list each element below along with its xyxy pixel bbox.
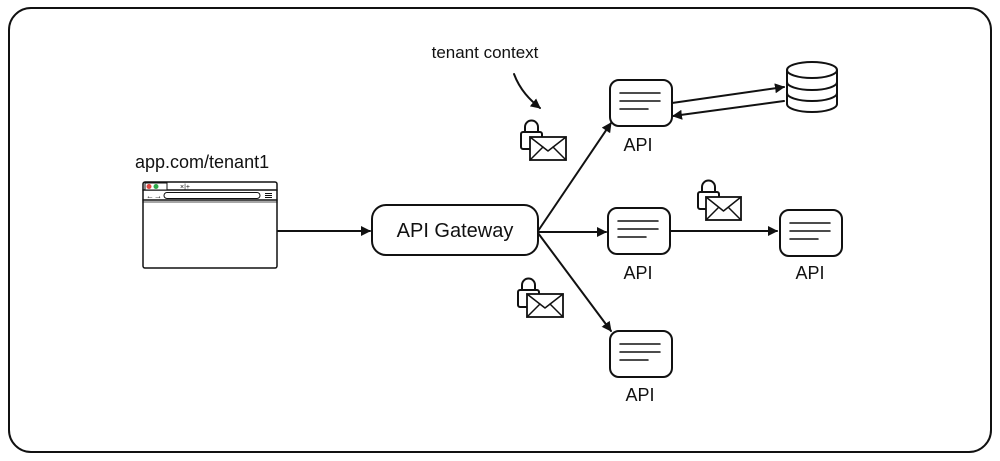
- annotation-arrow: [513, 73, 541, 109]
- api-top-icon: [609, 79, 673, 127]
- diagram-frame: [8, 7, 992, 453]
- browser-nav-arrows: ←→: [146, 192, 162, 201]
- browser-address-bar: [163, 192, 261, 199]
- browser-tab-controls: ×|+: [180, 184, 190, 191]
- api-middle-icon: [607, 207, 671, 255]
- envelope-icon: [529, 136, 567, 161]
- envelope-icon: [526, 293, 564, 318]
- envelope-icon: [705, 196, 742, 221]
- api-top-label: API: [623, 135, 652, 155]
- api-downstream-icon: [779, 209, 843, 257]
- browser-dot-green: [153, 184, 159, 189]
- api-bottom-label: API: [625, 385, 654, 405]
- api-downstream-label: API: [795, 263, 824, 283]
- api-middle-label: API: [623, 263, 652, 283]
- api-gateway-label: API Gateway: [397, 220, 514, 242]
- browser-dot-red: [146, 184, 152, 189]
- gateway-to-api-top-arrow: [537, 122, 612, 232]
- api-bottom-icon: [609, 330, 673, 378]
- gateway-to-api-bottom-arrow: [537, 232, 612, 332]
- database-icon: [786, 61, 838, 113]
- browser-menu-icon: [265, 193, 272, 198]
- tenant-context-annotation: tenant context: [432, 43, 539, 62]
- api-to-database-arrow: [671, 83, 785, 104]
- browser-window: ×|+ ←→: [142, 181, 278, 269]
- database-to-api-arrow: [672, 100, 785, 120]
- browser-url-label: app.com/tenant1: [135, 152, 269, 172]
